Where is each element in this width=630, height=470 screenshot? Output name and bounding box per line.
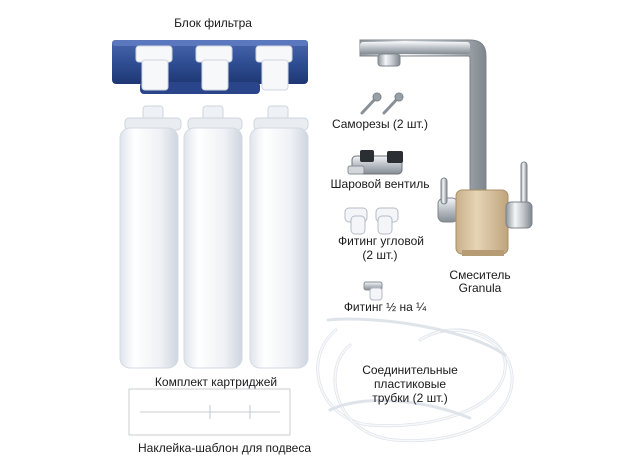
cartridge-3 [249, 105, 309, 369]
screws-label: Саморезы (2 шт.) [331, 117, 429, 131]
cartridge-2 [183, 105, 243, 369]
sticker-label: Наклейка-шаблон для подвеса [138, 441, 312, 455]
sticker-template [128, 388, 291, 436]
angle-fitting-label-line1: Фитинг угловой [338, 234, 424, 248]
ball-valve [347, 150, 403, 175]
screws [360, 92, 404, 115]
ball-valve-label: Шаровой вентиль [330, 177, 430, 191]
mixer-label-line1: Смеситель [449, 268, 511, 282]
cartridge-1 [119, 105, 182, 369]
tubes-label-line1: Соединительные [362, 363, 458, 377]
fitting-half-quarter-label: Фитинг ½ на ¼ [343, 300, 427, 314]
tubes-label-line3: трубки (2 шт.) [372, 391, 448, 405]
mixer-label-line2: Granula [458, 281, 502, 295]
tubes-label-line2: пластиковые [373, 377, 447, 391]
fitting-half-quarter [363, 281, 383, 301]
angle-fitting-label-line2: (2 шт.) [362, 248, 398, 262]
mixer-faucet [359, 39, 533, 256]
angle-fittings [344, 207, 399, 235]
plastic-tubes [316, 317, 514, 443]
filter-heads [135, 45, 293, 91]
filter-block-label: Блок фильтра [174, 16, 252, 30]
cartridge-set-label: Комплект картриджей [154, 375, 278, 389]
